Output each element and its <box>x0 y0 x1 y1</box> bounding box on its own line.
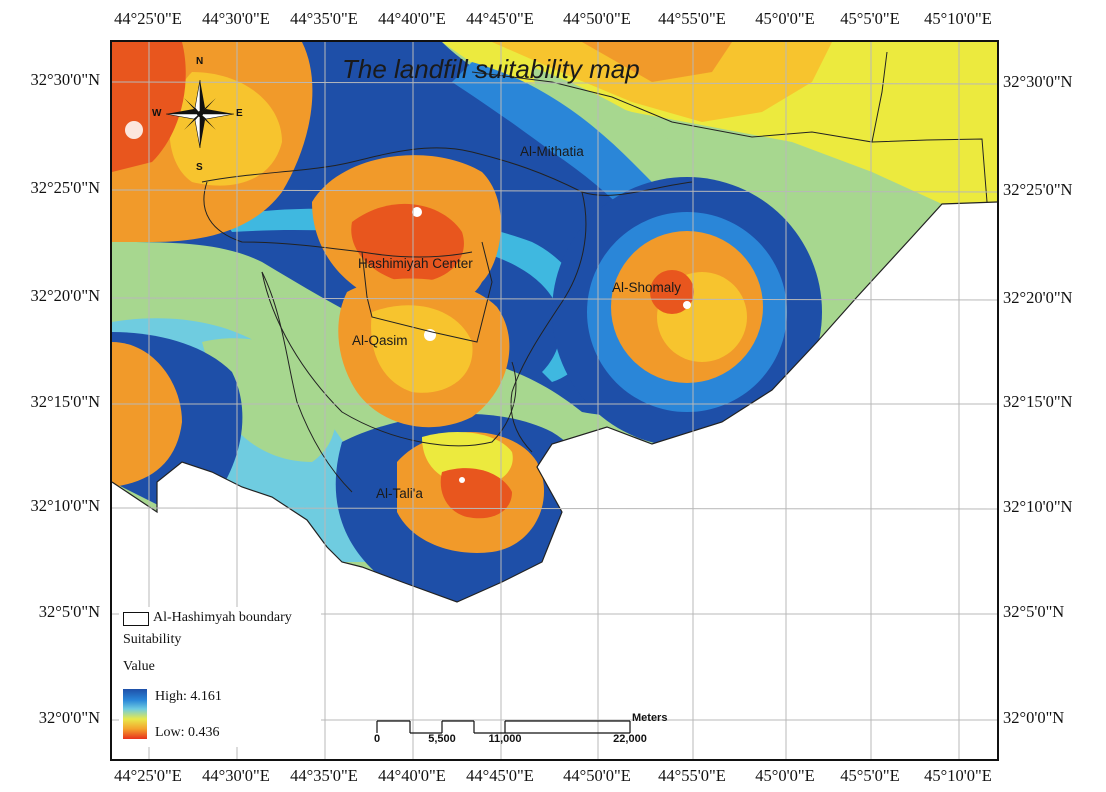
legend-heading: Suitability <box>123 632 182 647</box>
right-lat-label: 32°5'0"N <box>1003 601 1065 621</box>
left-lat-label: 32°20'0"N <box>30 285 100 305</box>
bottom-lon-label: 44°45'0"E <box>466 766 534 785</box>
boundary-line <box>471 51 888 143</box>
bottom-lon-label: 45°10'0"E <box>924 766 992 785</box>
left-lat-label: 32°30'0"N <box>30 69 100 89</box>
southwest-orange-zone <box>112 342 182 487</box>
talia-red-core <box>440 468 512 519</box>
north-arrow-icon <box>165 79 235 149</box>
compass-west-label: W <box>152 108 162 119</box>
hashimiyah-red-core <box>351 203 464 283</box>
top-lon-label: 44°25'0"E <box>114 9 182 28</box>
compass-east-label: E <box>236 108 243 119</box>
shomaly-red-core <box>650 270 694 314</box>
top-lon-label: 45°10'0"E <box>924 9 992 28</box>
scale-bar-graphic <box>376 720 631 734</box>
north-orange-core <box>582 42 732 82</box>
bottom-lon-label: 45°0'0"E <box>755 766 815 785</box>
left-lat-label: 32°15'0"N <box>30 391 100 411</box>
top-lon-label: 44°50'0"E <box>563 9 631 28</box>
scale-bar-unit: Meters <box>632 712 668 724</box>
map-title: The landfill suitability map <box>342 54 640 84</box>
top-lon-label: 44°45'0"E <box>466 9 534 28</box>
settlement-marker <box>125 121 143 139</box>
bottom-lon-label: 44°40'0"E <box>378 766 446 785</box>
bottom-lon-label: 45°5'0"E <box>840 766 900 785</box>
right-lat-label: 32°20'0"N <box>1003 287 1073 307</box>
place-label-al-talia: Al-Tali'a <box>376 486 423 501</box>
settlement-marker <box>459 477 465 483</box>
boundary-line <box>261 271 353 493</box>
boundary-line <box>112 201 997 603</box>
top-lon-label: 44°35'0"E <box>290 9 358 28</box>
boundary-line <box>871 138 988 203</box>
right-lat-label: 32°30'0"N <box>1003 71 1073 91</box>
compass-north-label: N <box>196 56 204 67</box>
graticule <box>112 42 997 759</box>
bottom-lon-label: 44°30'0"E <box>202 766 270 785</box>
legend-color-ramp <box>123 689 147 739</box>
qasim-yellow-core <box>371 305 473 393</box>
right-lat-label: 32°0'0"N <box>1003 707 1065 727</box>
place-label-al-mithatia: Al-Mithatia <box>520 144 584 159</box>
boundary-swatch <box>123 612 149 626</box>
settlement-marker <box>412 207 422 217</box>
boundary-line <box>203 181 473 258</box>
bottom-lon-label: 44°25'0"E <box>114 766 182 785</box>
top-lon-label: 44°55'0"E <box>658 9 726 28</box>
top-lon-label: 45°5'0"E <box>840 9 900 28</box>
settlement-marker <box>683 301 691 309</box>
scale-bar-tick: 0 <box>373 733 381 745</box>
scale-bar: Meters 0 5,500 11,000 22,000 <box>362 707 692 757</box>
right-lat-label: 32°15'0"N <box>1003 391 1073 411</box>
scale-bar-tick: 22,000 <box>613 733 647 745</box>
map-legend: Al-Hashimyah boundary Suitability Value … <box>119 607 321 747</box>
left-lat-label: 32°10'0"N <box>30 495 100 515</box>
left-lat-label: 32°0'0"N <box>38 707 100 727</box>
left-lat-label: 32°25'0"N <box>30 177 100 197</box>
legend-high-label: High: 4.161 <box>155 689 222 704</box>
north-orange-zone <box>492 42 832 122</box>
right-lat-label: 32°10'0"N <box>1003 496 1073 516</box>
place-label-hashimiyah-center: Hashimiyah Center <box>358 256 473 271</box>
suitability-raster <box>112 42 997 759</box>
map-frame: N S E W The landfill suitability map Al-… <box>110 40 999 761</box>
boundary-line <box>201 147 693 196</box>
top-lon-label: 44°30'0"E <box>202 9 270 28</box>
right-lat-label: 32°25'0"N <box>1003 179 1073 199</box>
southwest-green-patch <box>202 338 336 462</box>
top-lon-label: 44°40'0"E <box>378 9 446 28</box>
boundary-line <box>361 241 493 343</box>
bottom-lon-label: 44°50'0"E <box>563 766 631 785</box>
place-label-al-qasim: Al-Qasim <box>352 333 408 348</box>
scale-bar-tick: 5,500 <box>428 733 456 745</box>
scale-bar-tick: 11,000 <box>488 733 522 745</box>
legend-boundary-label: Al-Hashimyah boundary <box>153 610 292 625</box>
compass-south-label: S <box>196 162 203 173</box>
place-label-al-shomaly: Al-Shomaly <box>612 280 682 295</box>
boundary-line <box>261 271 517 447</box>
top-lon-label: 45°0'0"E <box>755 9 815 28</box>
legend-low-label: Low: 0.436 <box>155 725 220 740</box>
north-yellow-zone <box>442 42 997 204</box>
left-lat-label: 32°5'0"N <box>38 601 100 621</box>
bottom-lon-label: 44°35'0"E <box>290 766 358 785</box>
boundary-line <box>510 191 587 453</box>
bottom-lon-label: 44°55'0"E <box>658 766 726 785</box>
legend-subheading: Value <box>123 659 155 674</box>
